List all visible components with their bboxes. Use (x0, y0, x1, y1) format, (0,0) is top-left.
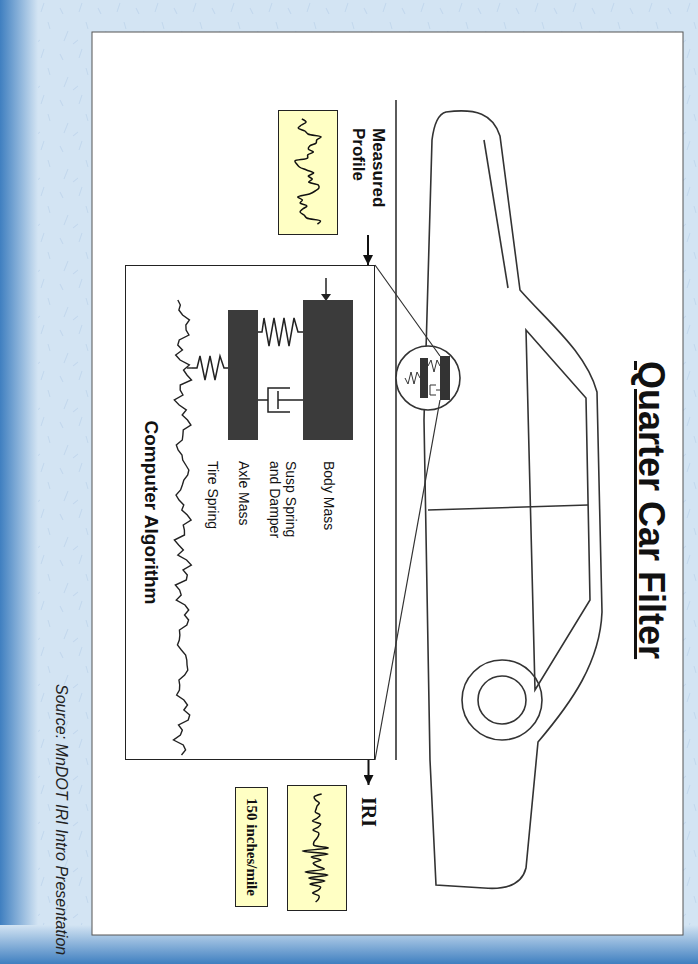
illustration-stroke (428, 360, 440, 372)
panel-heading: IRI (357, 785, 380, 907)
suspension-zoom (375, 265, 460, 760)
zoom-line (375, 265, 440, 760)
measured-profile-panel: Measured Profile (278, 110, 388, 235)
profile-trace (279, 111, 337, 234)
illustration-stroke (321, 294, 331, 301)
illustration-stroke (424, 111, 602, 889)
part-label: Axle Mass (236, 461, 252, 526)
road-line (395, 100, 397, 760)
illustration-stroke (462, 660, 542, 740)
illustration-stroke (478, 676, 526, 724)
frame-caption: Computer Algorithm (140, 421, 162, 605)
suspension-spring (258, 318, 303, 346)
white-panel (92, 32, 683, 935)
body-mass-block (303, 300, 353, 440)
flow-arrow (367, 235, 369, 265)
tire-contact (187, 367, 192, 368)
flow-arrow (368, 760, 370, 785)
tire-spring (192, 356, 228, 380)
slide-title: Quarter Car Filter (630, 361, 672, 659)
yellow-profile-box (287, 785, 347, 911)
illustration-stroke (405, 372, 420, 384)
road-profile (173, 300, 191, 755)
blue-band (0, 0, 38, 964)
iri-panel: IRI (287, 785, 380, 911)
iri-value: 150 inches/mile (243, 798, 260, 896)
iri-value-box: 150 inches/mile (235, 787, 268, 907)
quarter-car-model (173, 278, 353, 755)
illustration-stroke (428, 505, 588, 510)
part-label: Tire Spring (205, 461, 221, 529)
yellow-profile-box (278, 110, 338, 235)
illustration-stroke (430, 385, 440, 395)
part-label: Susp Spring and Damper (267, 461, 299, 561)
illustration-stroke (325, 278, 327, 294)
part-label: Body Mass (321, 461, 337, 530)
illustration-stroke (396, 346, 460, 410)
profile-trace (295, 119, 321, 224)
panel-heading: Measured Profile (348, 110, 388, 228)
illustration-stroke (484, 140, 508, 288)
axle-mass-block (228, 310, 258, 440)
car-outline (396, 100, 602, 888)
illustration-stroke (526, 330, 590, 690)
profile-trace (288, 786, 346, 910)
illustration-stroke (420, 358, 428, 398)
illustration-stroke (440, 356, 450, 400)
damper (258, 388, 303, 412)
profile-trace (302, 794, 328, 902)
source-note: Source: MnDOT IRI Intro Presentation (52, 684, 70, 955)
algorithm-frame: Body Mass Susp Spring and Damper Axle Mass… (125, 265, 375, 760)
